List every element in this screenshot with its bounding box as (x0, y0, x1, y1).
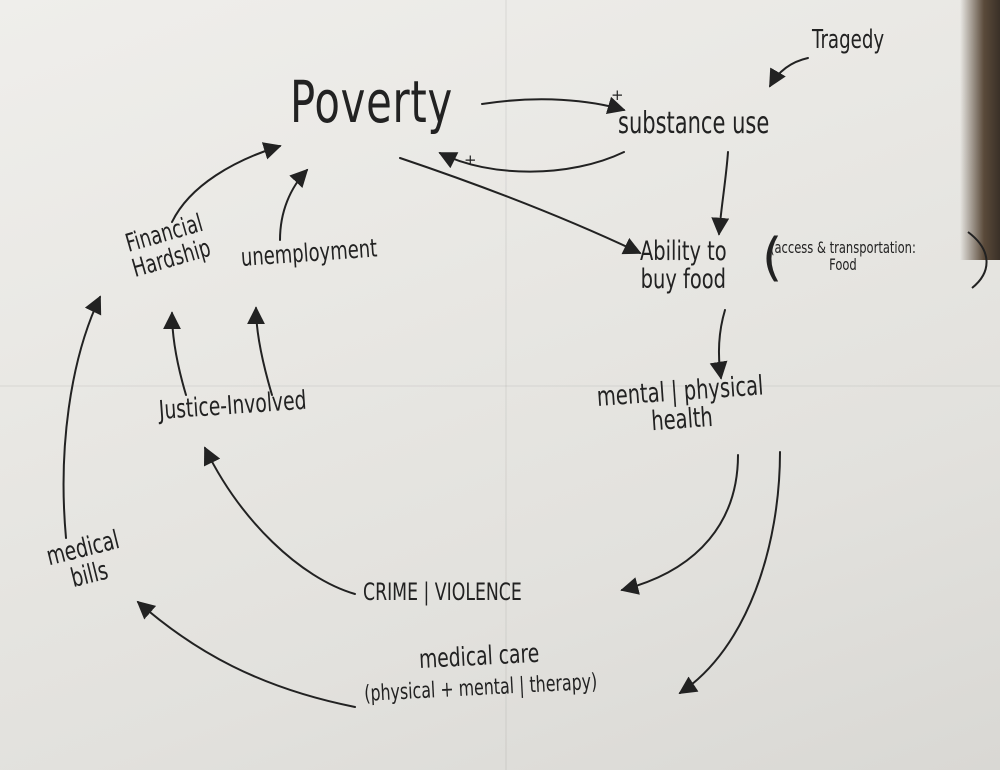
arrow-crime-to-justice (203, 446, 356, 595)
arrow-financial-to-poverty (171, 142, 282, 223)
note-access-transportation: (access & transportation: Food (770, 238, 916, 274)
ability-line-1: Ability to (640, 236, 727, 267)
arrow-tragedy-to-substance-use (769, 57, 809, 88)
sign-poverty-to-substance: + (611, 86, 624, 104)
arrow-unemployment-to-poverty (279, 168, 309, 241)
node-ability-to-buy-food: Ability to buy food (640, 236, 727, 296)
access-bracket-left: ( (762, 228, 783, 288)
arrow-health-to-crime (620, 454, 739, 595)
arrow-justice-to-unemployment (247, 306, 273, 396)
arrow-ability-to-health (709, 309, 728, 380)
table-edge (960, 0, 1000, 260)
node-mental-physical-health: mental | physical health (596, 370, 766, 440)
arrow-medical-bills-to-financial (62, 295, 102, 539)
node-tragedy: Tragedy (812, 25, 885, 55)
sign-substance-to-poverty: + (464, 151, 477, 169)
arrow-substance-use-to-poverty (438, 151, 625, 173)
node-poverty: Poverty (290, 68, 453, 136)
access-bracket-right (967, 231, 988, 289)
node-medical-care: medical care (physical + mental | therap… (362, 638, 598, 707)
arrow-medical-care-to-medical-bills (136, 600, 356, 708)
arrow-poverty-to-ability (399, 157, 642, 255)
arrow-poverty-to-substance-use (481, 96, 626, 115)
access-line-2: Food (829, 254, 857, 274)
paper-fold-vertical (505, 0, 507, 770)
node-substance-use: substance use (618, 106, 770, 141)
ability-line-2: buy food (640, 264, 726, 296)
arrow-substance-use-to-ability (711, 151, 730, 236)
arrow-justice-to-financial (163, 311, 187, 396)
arrow-health-to-medical-care (678, 451, 781, 694)
node-crime-violence: CRIME | VIOLENCE (363, 578, 522, 606)
access-line-1: (access & transportation: (770, 238, 916, 257)
